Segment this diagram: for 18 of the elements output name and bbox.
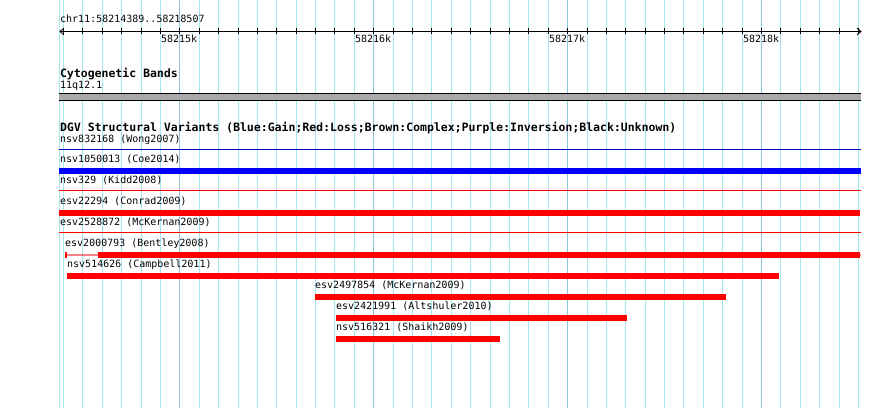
variant-label: esv22294 (Conrad2009): [60, 196, 186, 208]
variant-label: nsv516321 (Shaikh2009): [336, 322, 468, 334]
track-title: Cytogenetic Bands: [60, 68, 178, 79]
coordinate-label: chr11:58214389..58218507: [60, 14, 204, 26]
variant-label: nsv514626 (Campbell2011): [67, 259, 212, 271]
variant-label: esv2000793 (Bentley2008): [65, 238, 210, 250]
tick-label: 58216k: [354, 34, 392, 46]
track-title: DGV Structural Variants (Blue:Gain;Red:Loss;Brown:Complex;Purple:Inversion;Black:Unknown): [60, 122, 676, 133]
variant-label: nsv832168 (Wong2007): [60, 134, 180, 146]
tick-label: 58218k: [742, 34, 780, 46]
variant-label: nsv1050013 (Coe2014): [60, 154, 180, 166]
variant-label: esv2528872 (McKernan2009): [60, 217, 211, 229]
variant-label: esv2421991 (Altshuler2010): [336, 301, 493, 313]
band-label: 11q12.1: [60, 80, 102, 92]
variant-label: nsv329 (Kidd2008): [60, 175, 162, 187]
tick-label: 58217k: [548, 34, 586, 46]
tick-label: 58215k: [160, 34, 198, 46]
variant-label: esv2497854 (McKernan2009): [315, 280, 466, 292]
